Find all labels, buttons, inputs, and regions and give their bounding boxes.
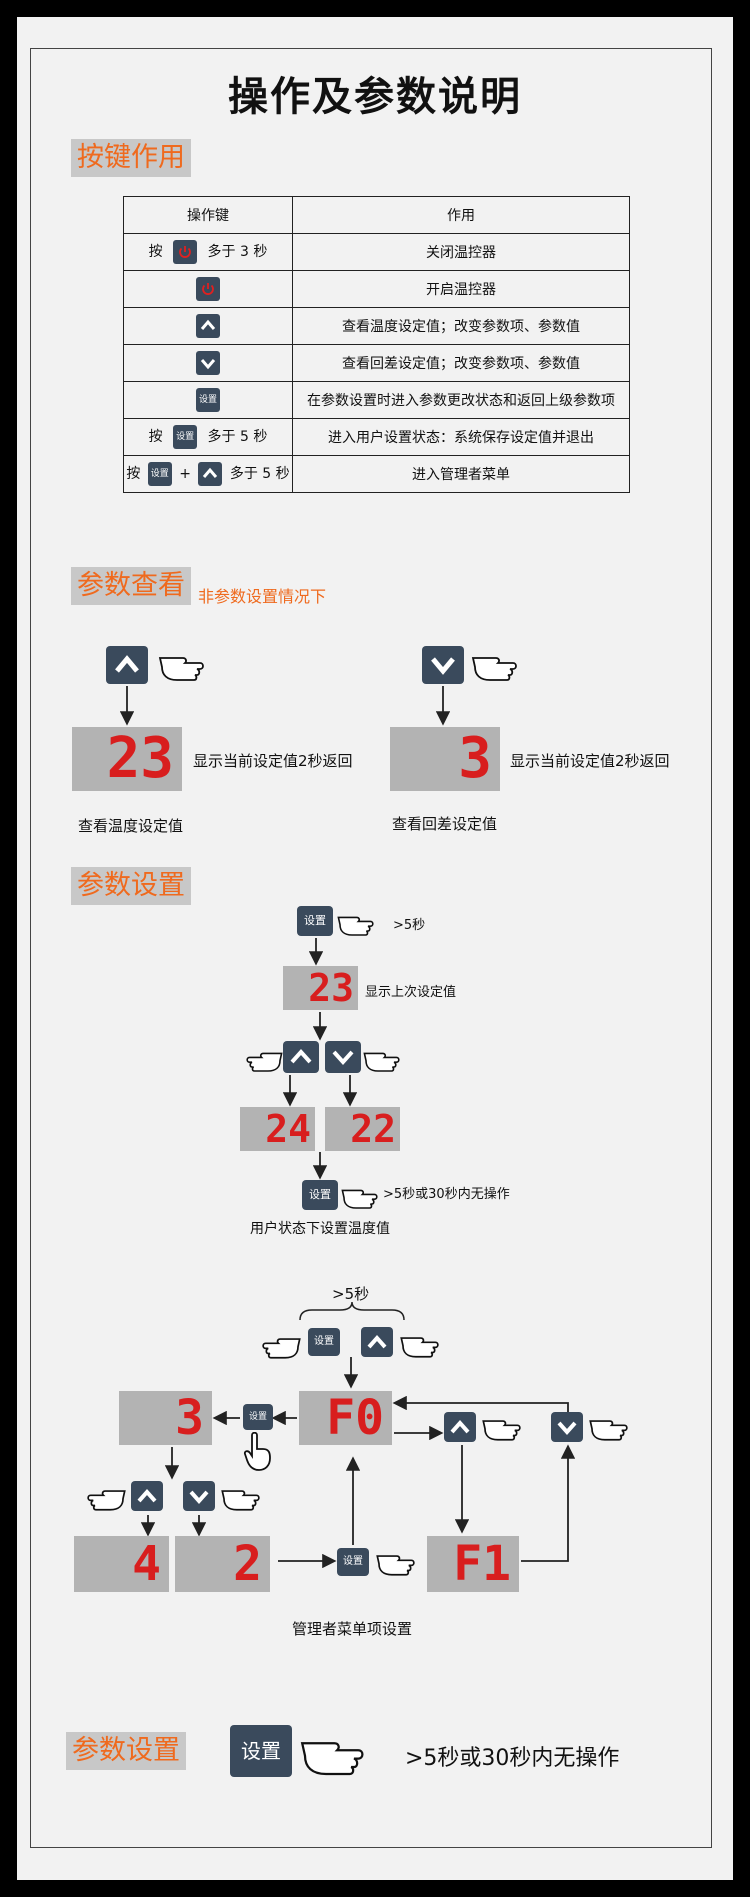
pointing-hand-icon bbox=[340, 1180, 380, 1216]
down-button[interactable] bbox=[422, 646, 464, 684]
f0-display: F0 bbox=[299, 1391, 392, 1445]
down-arrow-icon bbox=[431, 657, 455, 675]
table-row: 设置 在参数设置时进入参数更改状态和返回上级参数项 bbox=[123, 381, 630, 419]
set-button[interactable]: 设置 bbox=[302, 1180, 338, 1210]
press-hand-icon bbox=[243, 1431, 273, 1476]
up-button[interactable] bbox=[106, 646, 148, 684]
up-button[interactable] bbox=[131, 1481, 163, 1511]
param-value-display: 3 bbox=[119, 1391, 212, 1445]
table-cell-desc: 在参数设置时进入参数更改状态和返回上级参数项 bbox=[292, 381, 630, 419]
increased-value-display: 24 bbox=[240, 1107, 315, 1151]
exit-condition: >5秒或30秒内无操作 bbox=[383, 1187, 510, 1202]
param-value-up-display: 4 bbox=[74, 1536, 169, 1592]
duration-label: 多于 3 秒 bbox=[207, 244, 268, 260]
pointing-hand-icon bbox=[362, 1043, 402, 1079]
up-arrow-icon bbox=[115, 655, 139, 673]
temp-setpoint-display: 23 bbox=[72, 727, 182, 791]
down-arrow-icon bbox=[196, 351, 220, 375]
view-caption: 查看温度设定值 bbox=[78, 817, 184, 835]
content-frame bbox=[30, 48, 712, 1848]
set-button[interactable]: 设置 bbox=[297, 906, 333, 936]
pointing-hand-icon bbox=[396, 1327, 444, 1365]
duration-label: 多于 5 秒 bbox=[229, 466, 290, 482]
pointing-hand-icon bbox=[470, 645, 520, 689]
section-setting-heading: 参数设置 bbox=[71, 867, 191, 905]
set-key-icon: 设置 bbox=[196, 388, 220, 412]
flow-caption: 管理者菜单项设置 bbox=[292, 1620, 413, 1638]
down-button[interactable] bbox=[325, 1041, 361, 1073]
duration-label: 多于 5 秒 bbox=[207, 429, 268, 445]
plus-label: + bbox=[179, 466, 191, 482]
down-arrow-icon bbox=[557, 1421, 577, 1436]
key-function-table: 操作键 作用 按 多于 3 秒 关闭温控器 开启温控器 查看温度设定值；改变参数… bbox=[123, 196, 630, 493]
view-caption: 查看回差设定值 bbox=[392, 815, 498, 833]
display-note: 显示当前设定值2秒返回 bbox=[510, 752, 670, 770]
table-header-row: 操作键 作用 bbox=[123, 196, 630, 234]
up-arrow-icon bbox=[367, 1334, 387, 1349]
pointing-hand-icon bbox=[294, 1725, 372, 1785]
up-arrow-icon bbox=[198, 462, 223, 486]
table-cell-desc: 进入管理者菜单 bbox=[292, 455, 630, 493]
set-button[interactable]: 设置 bbox=[337, 1548, 369, 1576]
pointing-hand-icon bbox=[157, 645, 207, 689]
down-arrow-icon bbox=[332, 1050, 354, 1065]
table-cell-desc: 进入用户设置状态：系统保存设定值并退出 bbox=[292, 418, 630, 456]
down-button[interactable] bbox=[551, 1412, 583, 1442]
set-key-icon: 设置 bbox=[173, 425, 198, 449]
up-button[interactable] bbox=[444, 1412, 476, 1442]
down-arrow-icon bbox=[189, 1490, 209, 1505]
page-title: 操作及参数说明 bbox=[228, 74, 522, 120]
table-row: 按 设置 + 多于 5 秒 进入管理者菜单 bbox=[123, 455, 630, 493]
exit-condition: >5秒或30秒内无操作 bbox=[405, 1746, 620, 1771]
flow-caption: 用户状态下设置温度值 bbox=[250, 1221, 390, 1237]
section-keys-heading: 按键作用 bbox=[71, 139, 191, 177]
pointing-hand-icon bbox=[256, 1328, 306, 1366]
pointing-hand-icon bbox=[244, 1043, 284, 1079]
up-arrow-icon bbox=[290, 1049, 312, 1064]
pointing-hand-icon bbox=[217, 1480, 265, 1518]
up-arrow-icon bbox=[137, 1488, 157, 1503]
last-setpoint-display: 23 bbox=[283, 966, 358, 1010]
set-button[interactable]: 设置 bbox=[308, 1328, 340, 1356]
table-row: 按 设置 多于 5 秒 进入用户设置状态：系统保存设定值并退出 bbox=[123, 418, 630, 456]
display-note: 显示当前设定值2秒返回 bbox=[193, 752, 353, 770]
set-key-icon: 设置 bbox=[147, 462, 172, 486]
set-button[interactable]: 设置 bbox=[243, 1404, 273, 1430]
press-label: 按 bbox=[148, 244, 163, 260]
table-cell-desc: 查看温度设定值；改变参数项、参数值 bbox=[292, 307, 630, 345]
press-label: 按 bbox=[126, 466, 141, 482]
section-view-heading: 参数查看 bbox=[71, 567, 191, 605]
f1-display: F1 bbox=[427, 1536, 519, 1592]
power-icon bbox=[196, 277, 220, 301]
table-cell-desc: 开启温控器 bbox=[292, 270, 630, 308]
diff-setpoint-display: 3 bbox=[390, 727, 500, 791]
up-arrow-icon bbox=[450, 1419, 470, 1434]
section-view-note: 非参数设置情况下 bbox=[198, 587, 327, 606]
up-button[interactable] bbox=[361, 1327, 393, 1357]
pointing-hand-icon bbox=[372, 1545, 420, 1583]
table-cell-desc: 查看回差设定值；改变参数项、参数值 bbox=[292, 344, 630, 382]
up-button[interactable] bbox=[283, 1041, 319, 1073]
pointing-hand-icon bbox=[585, 1410, 633, 1448]
decreased-value-display: 22 bbox=[325, 1107, 400, 1151]
hold-duration: >5秒 bbox=[393, 918, 426, 933]
press-label: 按 bbox=[148, 429, 163, 445]
power-icon bbox=[173, 240, 198, 264]
up-arrow-icon bbox=[196, 314, 220, 338]
pointing-hand-icon bbox=[478, 1410, 526, 1448]
down-button[interactable] bbox=[183, 1481, 215, 1511]
pointing-hand-icon bbox=[336, 907, 376, 943]
section-setting-heading-2: 参数设置 bbox=[66, 1732, 186, 1770]
hold-duration: >5秒 bbox=[332, 1285, 370, 1303]
pointing-hand-icon bbox=[82, 1480, 130, 1518]
display-note: 显示上次设定值 bbox=[365, 985, 457, 1000]
param-value-down-display: 2 bbox=[175, 1536, 270, 1592]
set-button[interactable]: 设置 bbox=[230, 1725, 292, 1777]
